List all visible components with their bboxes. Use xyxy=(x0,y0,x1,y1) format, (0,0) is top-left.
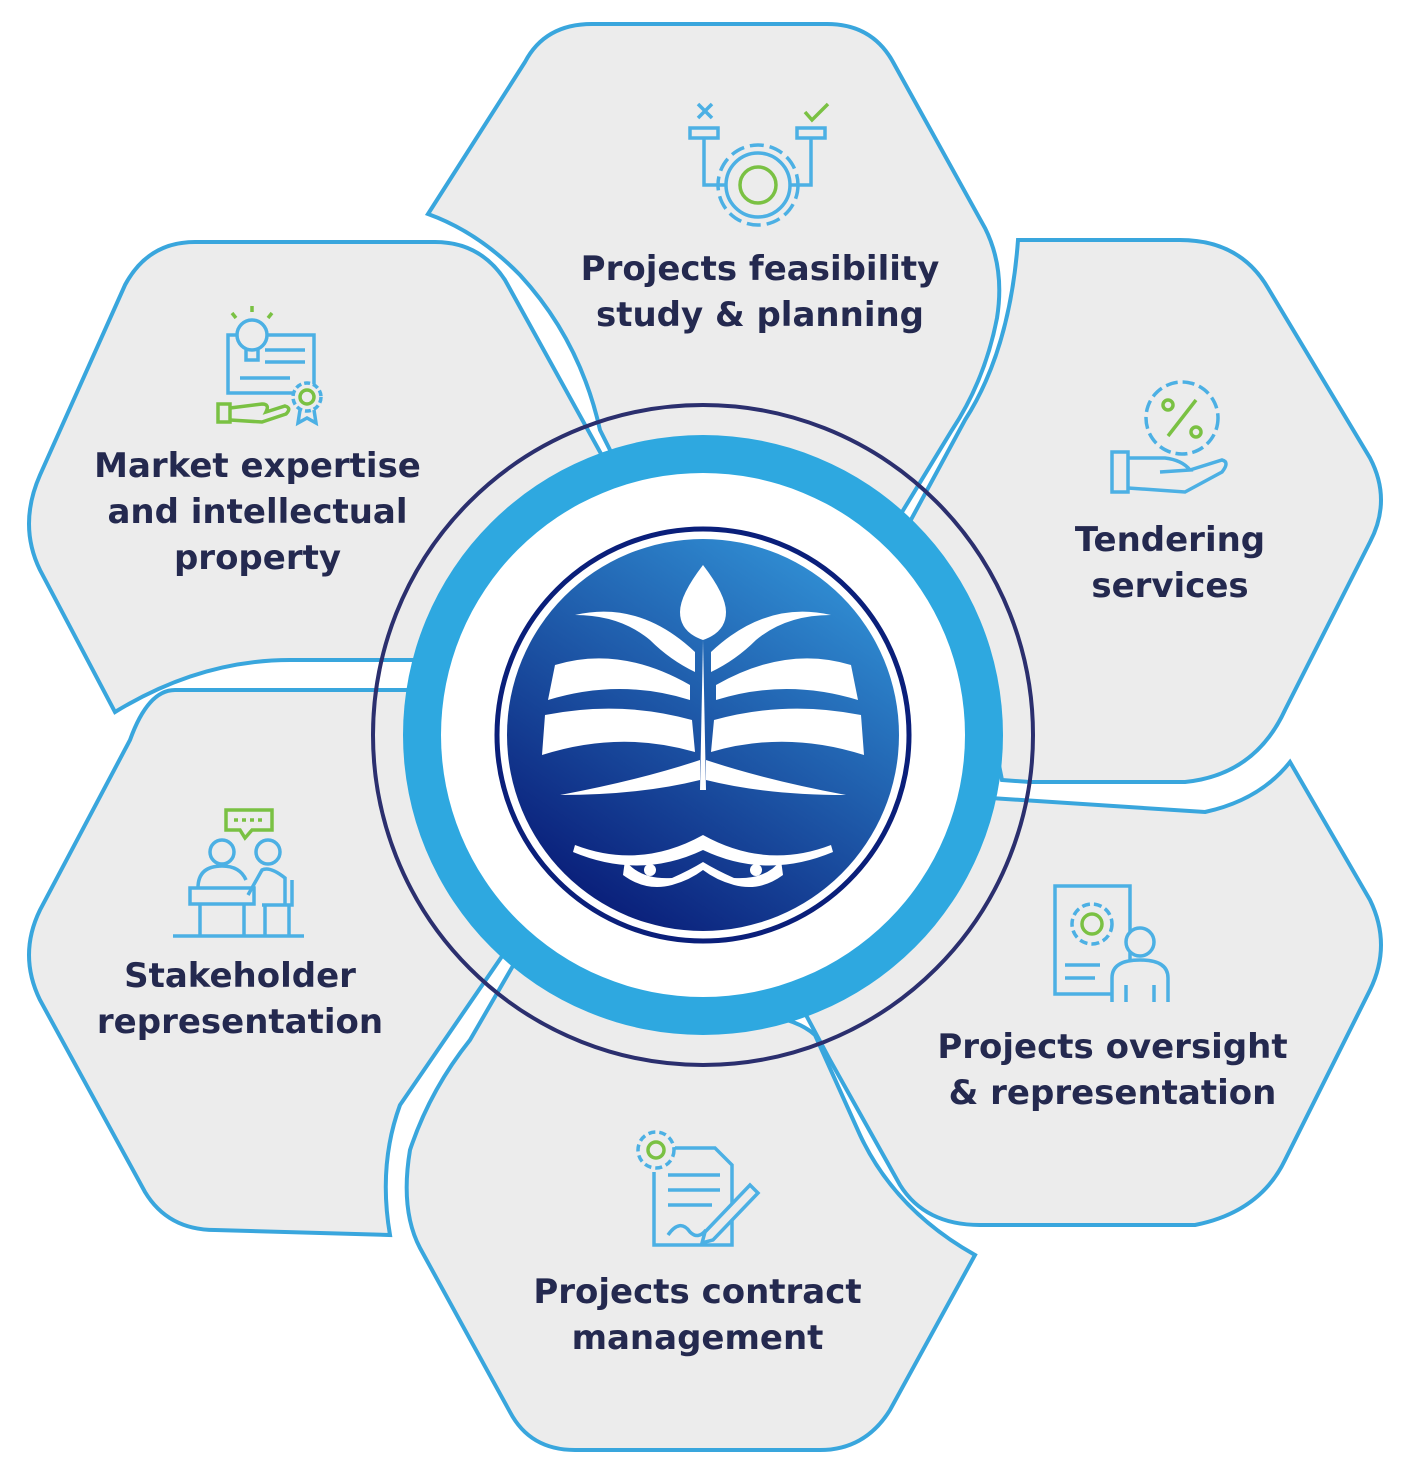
certificate-idea-icon xyxy=(216,306,323,427)
gear-decision-icon xyxy=(688,102,830,227)
document-gear-person-icon xyxy=(1053,884,1170,1002)
contract-pen-gear-icon xyxy=(636,1130,761,1247)
hand-percent-icon xyxy=(1110,380,1228,494)
hex-feasibility xyxy=(424,22,1002,543)
meeting-desk-icon xyxy=(173,808,304,938)
label-oversight: Projects oversight& representation xyxy=(937,1027,1288,1113)
palm-swords-emblem xyxy=(542,565,864,888)
